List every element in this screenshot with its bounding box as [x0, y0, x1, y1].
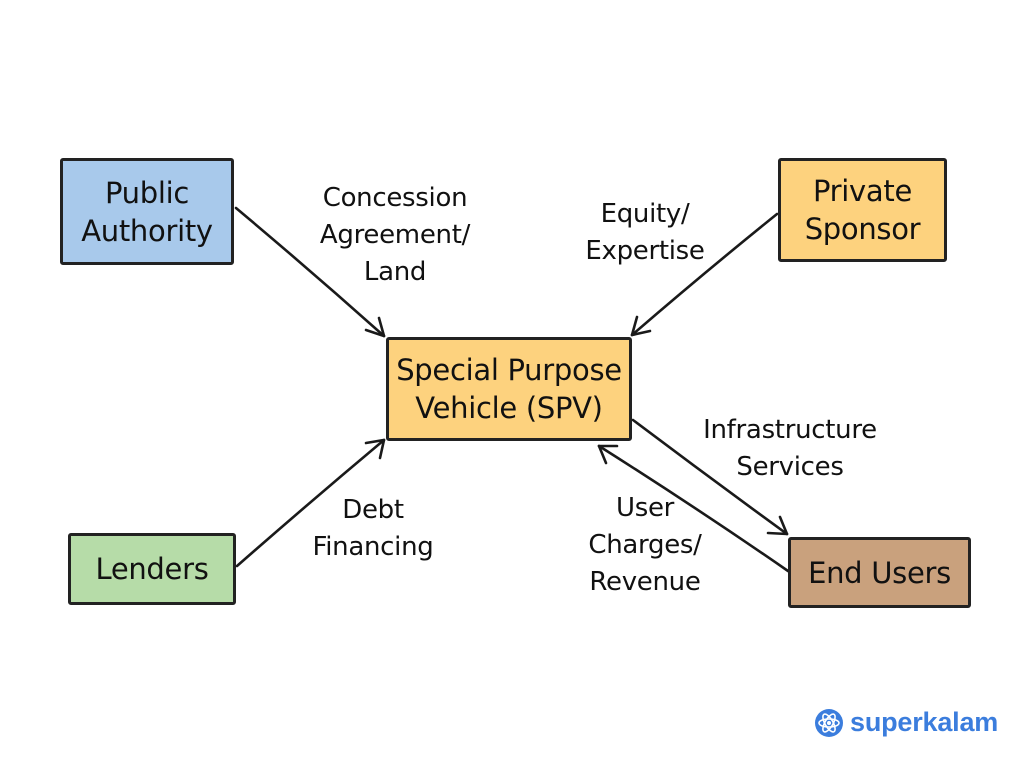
- node-public-authority-line-1: Public: [104, 175, 190, 210]
- edge-label-user-charges: User Charges/ Revenue: [570, 490, 720, 601]
- brand-watermark: superkalam: [814, 707, 998, 738]
- edge-label-concession-line-2: Agreement/: [319, 220, 471, 250]
- node-public-authority: Public Authority: [60, 158, 234, 265]
- edge-label-user-charges-line-1: User: [615, 493, 675, 523]
- arrow-endusers-to-spv: [597, 444, 790, 573]
- node-spv: Special Purpose Vehicle (SPV): [386, 337, 632, 441]
- node-lenders: Lenders: [68, 533, 236, 605]
- node-private-sponsor: Private Sponsor: [778, 158, 947, 262]
- edge-label-debt-line-2: Financing: [312, 532, 434, 562]
- edge-label-concession-line-1: Concession: [322, 183, 468, 213]
- edge-label-infrastructure-line-2: Services: [736, 452, 844, 482]
- node-spv-line-2: Vehicle (SPV): [415, 391, 603, 425]
- edge-label-concession-line-3: Land: [363, 257, 427, 287]
- node-public-authority-line-2: Authority: [81, 213, 213, 248]
- node-end-users: End Users: [788, 537, 971, 608]
- arrow-spv-to-endusers: [631, 418, 789, 536]
- node-end-users-line-1: End Users: [808, 555, 951, 590]
- edge-label-user-charges-line-3: Revenue: [589, 567, 701, 597]
- edge-label-infrastructure-line-1: Infrastructure: [703, 415, 877, 445]
- node-lenders-line-1: Lenders: [95, 552, 209, 586]
- brand-name: superkalam: [850, 707, 999, 737]
- edge-label-user-charges-line-2: Charges/: [588, 530, 702, 560]
- edge-label-concession: Concession Agreement/ Land: [290, 180, 500, 291]
- edge-label-equity: Equity/ Expertise: [565, 196, 725, 270]
- arrow-sponsor-to-spv: [630, 212, 779, 337]
- arrow-lenders-to-spv: [235, 438, 386, 568]
- node-private-sponsor-line-2: Sponsor: [804, 212, 921, 246]
- arrow-public-to-spv: [234, 206, 386, 338]
- edge-label-equity-line-2: Expertise: [585, 236, 705, 266]
- edge-label-equity-line-1: Equity/: [600, 199, 690, 229]
- node-spv-line-1: Special Purpose: [396, 353, 622, 387]
- edge-label-infrastructure: Infrastructure Services: [680, 412, 900, 486]
- node-private-sponsor-line-1: Private: [812, 174, 912, 208]
- atom-icon: [815, 708, 843, 737]
- edge-label-debt-line-1: Debt: [342, 495, 404, 525]
- edge-label-debt: Debt Financing: [298, 492, 448, 566]
